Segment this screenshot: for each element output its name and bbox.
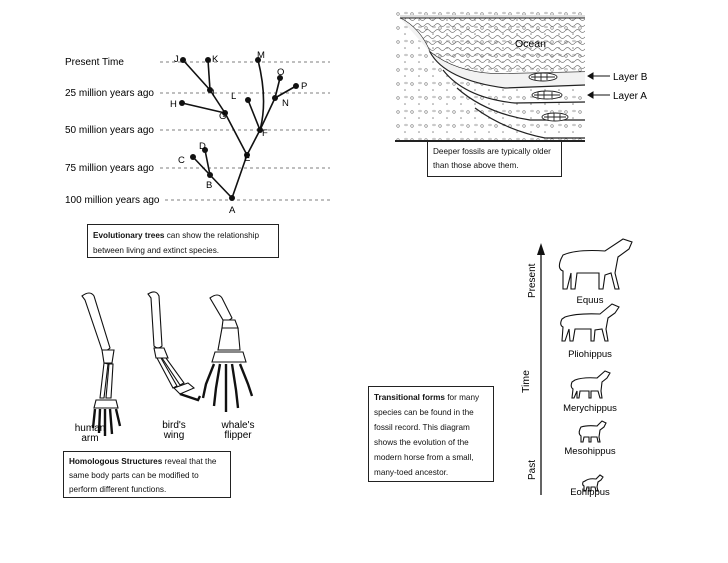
species-label-mesohippus: Mesohippus (564, 446, 615, 457)
node-label-p: P (301, 81, 307, 92)
rock-strata-diagram: Ocean Layer B Layer A (395, 10, 648, 150)
evolutionary-trees-term: Evolutionary trees (93, 231, 165, 240)
node-label-d: D (199, 141, 206, 152)
node-label-m: M (257, 50, 265, 61)
whale-flipper-label-1: whale's (220, 420, 254, 431)
whale-flipper-label-2: flipper (224, 430, 252, 441)
transitional-forms-text: for many species can be found in the fos… (374, 393, 480, 477)
time-label-25: 25 million years ago (65, 88, 154, 99)
node-label-e: E (244, 153, 250, 164)
homologous-limbs-diagram: human arm bird's wing whale's flipper (75, 291, 255, 444)
deeper-fossils-caption: Deeper fossils are typically older than … (427, 141, 562, 177)
time-label-present: Present Time (65, 57, 124, 68)
node-label-j: J (174, 54, 179, 65)
time-label-75: 75 million years ago (65, 163, 154, 174)
node-label-i: I (212, 88, 215, 99)
species-label-eohippus: Eohippus (570, 487, 610, 498)
node-label-g: G (219, 111, 226, 122)
node-label-n: N (282, 98, 289, 109)
homologous-structures-caption: Homologous Structures reveal that the sa… (63, 451, 231, 498)
present-label: Present (527, 263, 538, 298)
node-label-a: A (229, 205, 236, 216)
human-arm-label-2: arm (81, 433, 98, 444)
layer-a-label: Layer A (613, 91, 647, 102)
time-label-100: 100 million years ago (65, 195, 160, 206)
node-label-k: K (212, 54, 219, 65)
homologous-structures-text: reveal that the same body parts can be m… (69, 457, 217, 494)
species-label-pliohippus: Pliohippus (568, 349, 612, 360)
ocean-label: Ocean (515, 38, 546, 50)
evolutionary-trees-caption: Evolutionary trees can show the relation… (87, 224, 279, 258)
node-label-f: F (262, 128, 268, 139)
human-arm-label-1: human (75, 423, 106, 434)
homologous-structures-term: Homologous Structures (69, 457, 163, 466)
evolutionary-trees-text: can show the relationship between living… (93, 231, 260, 255)
horse-evolution-diagram: Present Time Past Equus Pliohippus Meryc… (520, 238, 633, 498)
transitional-forms-caption: Transitional forms for many species can … (368, 386, 494, 482)
node-label-b: B (206, 180, 212, 191)
layer-b-label: Layer B (613, 72, 648, 83)
time-axis-label: Time (520, 370, 532, 393)
bird-wing-label-1: bird's (162, 420, 186, 431)
species-label-equus: Equus (577, 295, 604, 306)
node-label-c: C (178, 155, 185, 166)
past-label: Past (527, 460, 538, 480)
node-label-l: L (231, 91, 236, 102)
node-label-o: O (277, 67, 284, 78)
time-label-50: 50 million years ago (65, 125, 154, 136)
evolutionary-tree-diagram: Present Time 25 million years ago 50 mil… (65, 50, 330, 216)
transitional-forms-term: Transitional forms (374, 393, 445, 402)
species-label-merychippus: Merychippus (563, 403, 617, 414)
bird-wing-label-2: wing (163, 430, 185, 441)
deeper-fossils-text: Deeper fossils are typically older than … (433, 147, 551, 170)
node-label-h: H (170, 99, 177, 110)
